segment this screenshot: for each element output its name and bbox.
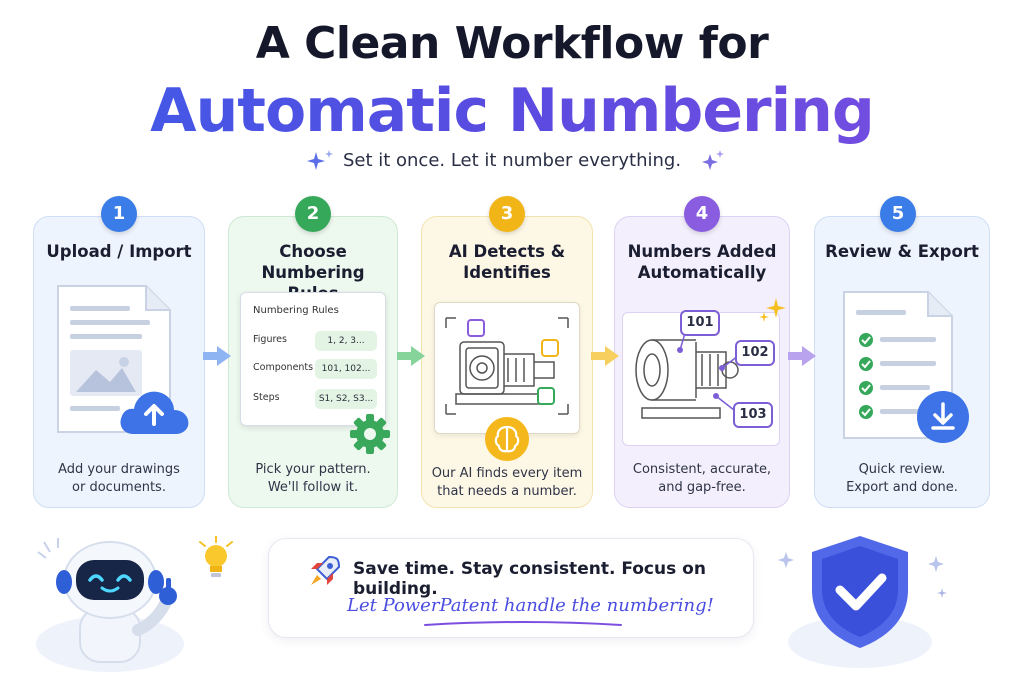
step-4-title: Numbers AddedAutomatically	[615, 241, 789, 283]
callout-103: 103	[733, 402, 773, 428]
rule-row-figures: Figures 1, 2, 3...	[253, 331, 377, 351]
subtitle: Set it once. Let it number everything.	[0, 150, 1024, 171]
callout-101: 101	[680, 310, 720, 336]
machine-drawing-icon	[630, 326, 750, 426]
gear-icon	[348, 412, 392, 456]
step-5-desc: Quick review.Export and done.	[815, 461, 989, 497]
step-badge-5: 5	[880, 196, 916, 232]
step-badge-2: 2	[295, 196, 331, 232]
step-1-desc: Add your drawingsor documents.	[34, 461, 204, 497]
sparkle-icon	[756, 296, 788, 326]
machine-drawing-icon	[444, 314, 570, 418]
arrow-right-icon	[786, 344, 818, 368]
underline-swoosh	[423, 619, 623, 629]
cloud-upload-icon	[116, 382, 192, 440]
summary-headline: Save time. Stay consistent. Focus on bui…	[353, 559, 753, 599]
step-badge-4: 4	[684, 196, 720, 232]
shield-check-icon	[776, 532, 956, 672]
summary-banner: Save time. Stay consistent. Focus on bui…	[268, 538, 754, 638]
step-5-title: Review & Export	[815, 241, 989, 262]
rule-row-steps: Steps S1, S2, S3...	[253, 389, 377, 409]
callout-102: 102	[735, 340, 775, 366]
lightbulb-icon	[196, 536, 236, 582]
step-2-desc: Pick your pattern.We'll follow it.	[229, 461, 397, 497]
sparkle-icon	[696, 148, 726, 174]
brain-icon	[484, 416, 530, 462]
rocket-icon	[307, 553, 343, 589]
robot-icon	[30, 534, 220, 674]
summary-tagline: Let PowerPatent handle the numbering!	[347, 595, 714, 616]
download-icon	[916, 390, 970, 444]
arrow-right-icon	[201, 344, 233, 368]
step-4-desc: Consistent, accurate,and gap-free.	[615, 461, 789, 497]
step-badge-3: 3	[489, 196, 525, 232]
rule-row-components: Components 101, 102...	[253, 359, 377, 379]
title-line-1: A Clean Workflow for	[0, 18, 1024, 69]
arrow-right-icon	[589, 344, 621, 368]
step-1-title: Upload / Import	[34, 241, 204, 262]
arrow-right-icon	[395, 344, 427, 368]
subtitle-text: Set it once. Let it number everything.	[343, 150, 681, 171]
title-line-2: Automatic Numbering	[0, 76, 1024, 146]
step-badge-1: 1	[101, 196, 137, 232]
numbering-rules-panel: Numbering Rules Figures 1, 2, 3... Compo…	[240, 292, 386, 426]
step-3-desc: Our AI finds every itemthat needs a numb…	[422, 465, 592, 501]
step-3-title: AI Detects &Identifies	[422, 241, 592, 283]
sparkle-icon	[306, 148, 336, 174]
rules-heading: Numbering Rules	[253, 305, 339, 316]
